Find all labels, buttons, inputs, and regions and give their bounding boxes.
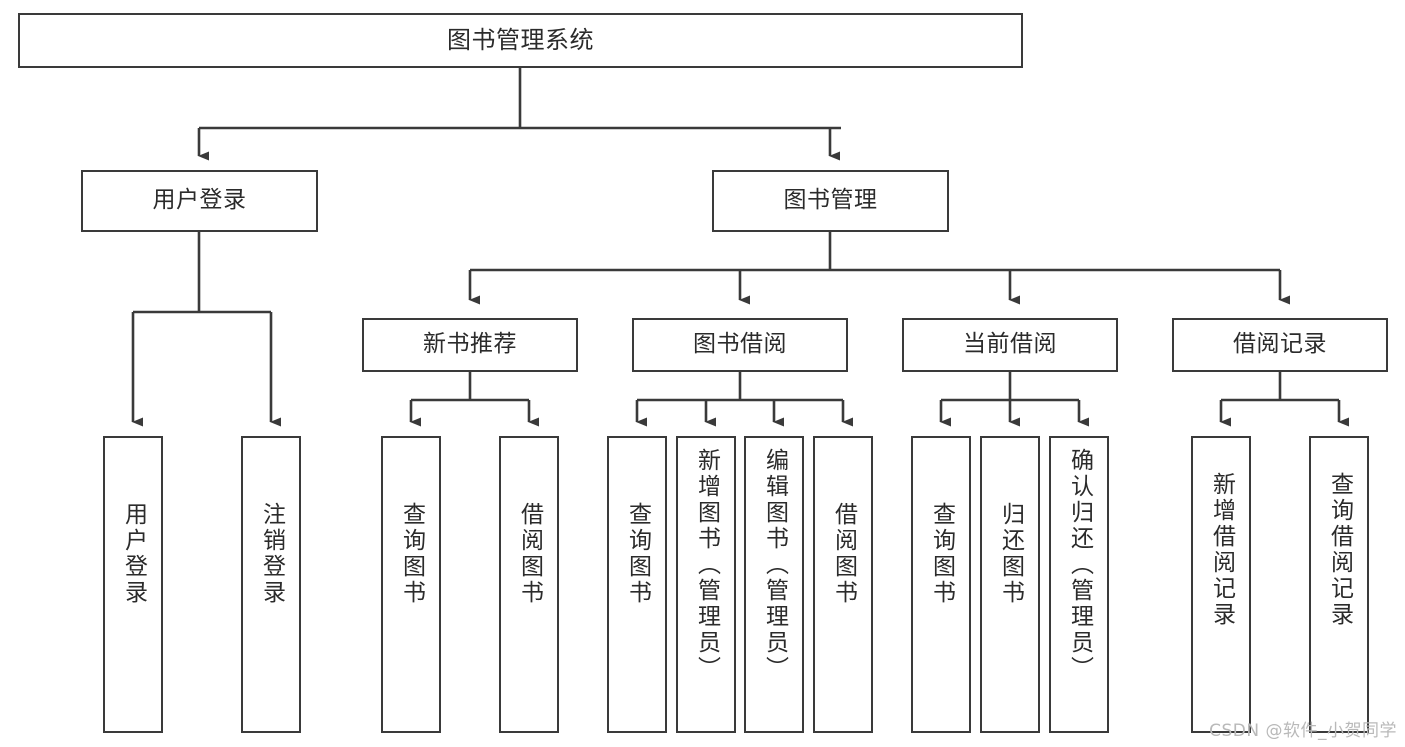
node-label: 新书推荐 (423, 331, 517, 358)
node-current-borrow[interactable]: 当前借阅 (902, 318, 1118, 372)
node-label: 图书管理系统 (447, 26, 594, 55)
node-book-management[interactable]: 图书管理 (712, 170, 949, 232)
leaf-query-book-borrow[interactable]: 查询图书 (607, 436, 667, 733)
node-new-book-recommend[interactable]: 新书推荐 (362, 318, 578, 372)
node-root-system[interactable]: 图书管理系统 (18, 13, 1023, 68)
node-label: 图书管理 (783, 187, 878, 214)
node-label: 借阅记录 (1233, 331, 1327, 358)
node-label: 当前借阅 (963, 331, 1057, 358)
node-label: 用户登录 (120, 502, 147, 606)
node-label: 查询图书 (398, 502, 425, 606)
node-book-borrow[interactable]: 图书借阅 (632, 318, 848, 372)
leaf-return-book[interactable]: 归还图书 (980, 436, 1040, 733)
leaf-logout[interactable]: 注销登录 (241, 436, 301, 733)
leaf-query-book-current[interactable]: 查询图书 (911, 436, 971, 733)
node-user-login[interactable]: 用户登录 (81, 170, 318, 232)
leaf-confirm-return-admin[interactable]: 确认归还（管理员） (1049, 436, 1109, 733)
node-label: 新增借阅记录 (1208, 472, 1235, 628)
leaf-add-book-admin[interactable]: 新增图书（管理员） (676, 436, 736, 733)
node-label: 确认归还（管理员） (1066, 448, 1093, 682)
node-label: 编辑图书（管理员） (761, 448, 788, 682)
node-label: 查询图书 (928, 502, 955, 606)
node-label: 图书借阅 (693, 331, 787, 358)
node-label: 借阅图书 (830, 502, 857, 606)
node-label: 借阅图书 (516, 502, 543, 606)
node-label: 查询借阅记录 (1326, 472, 1353, 628)
leaf-query-borrow-record[interactable]: 查询借阅记录 (1309, 436, 1369, 733)
node-label: 查询图书 (624, 502, 651, 606)
node-label: 归还图书 (997, 502, 1024, 606)
leaf-query-book-recommend[interactable]: 查询图书 (381, 436, 441, 733)
node-label: 注销登录 (258, 502, 285, 606)
leaf-edit-book-admin[interactable]: 编辑图书（管理员） (744, 436, 804, 733)
leaf-borrow-book-recommend[interactable]: 借阅图书 (499, 436, 559, 733)
csdn-watermark: CSDN @软件_小贺同学 (1209, 721, 1397, 741)
leaf-user-login[interactable]: 用户登录 (103, 436, 163, 733)
leaf-add-borrow-record[interactable]: 新增借阅记录 (1191, 436, 1251, 733)
node-label: 新增图书（管理员） (693, 448, 720, 682)
node-borrow-record[interactable]: 借阅记录 (1172, 318, 1388, 372)
node-label: 用户登录 (152, 187, 247, 214)
leaf-borrow-book-borrow[interactable]: 借阅图书 (813, 436, 873, 733)
